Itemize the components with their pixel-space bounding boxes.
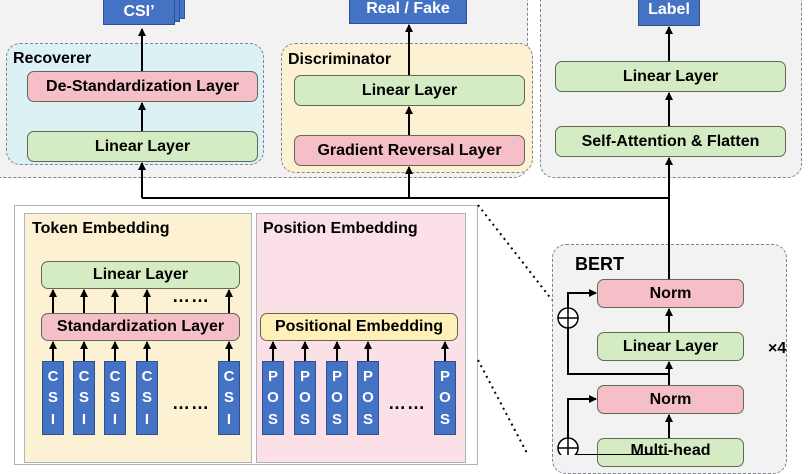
- csi-input-token-letter: C: [78, 368, 90, 386]
- discriminator-linear-layer: Linear Layer: [294, 75, 525, 106]
- token-linear-ellipsis: ……: [172, 286, 210, 306]
- arrows: [138, 24, 673, 455]
- csi-input-token-letter: I: [144, 410, 150, 428]
- csi-ellipsis: ……: [172, 393, 210, 413]
- csi-input-token-letter: S: [109, 389, 120, 407]
- self-attention-flatten-layer: Self-Attention & Flatten: [555, 126, 786, 157]
- pos-input-token-letter: S: [331, 410, 342, 428]
- pos-input-token-letter: S: [267, 410, 278, 428]
- bert-repeat-label: ×4: [768, 340, 787, 357]
- gradient-reversal-layer: Gradient Reversal Layer: [294, 135, 525, 166]
- zoom-guides: [477, 204, 553, 455]
- standardization-layer: Standardization Layer: [41, 313, 240, 341]
- embedding-arrows: [49, 289, 449, 361]
- connector-overlay: [49, 24, 673, 455]
- bert-title: BERT: [575, 254, 624, 274]
- pos-input-token-letter: P: [439, 368, 450, 386]
- bert-norm-top: Norm: [597, 279, 744, 308]
- recoverer-linear-layer: Linear Layer: [27, 131, 258, 162]
- classifier-linear-layer: Linear Layer: [555, 61, 786, 92]
- token-linear-layer: Linear Layer: [41, 261, 240, 289]
- pos-input-token-letter: S: [362, 410, 373, 428]
- real-fake-output: Real / Fake: [349, 0, 467, 24]
- positional-embedding-layer: Positional Embedding: [260, 313, 458, 341]
- csi-input-token-letter: I: [81, 410, 87, 428]
- pos-input-token-letter: S: [299, 410, 310, 428]
- csi-output-stack: CSI’: [103, 0, 187, 27]
- pos-input-token-letter: O: [331, 389, 343, 407]
- pos-input-token-letter: S: [439, 410, 450, 428]
- recoverer-title: Recoverer: [13, 50, 92, 67]
- pos-input-token-letter: P: [299, 368, 310, 386]
- position-embedding-title: Position Embedding: [263, 220, 418, 237]
- csi-input-token-letter: S: [141, 389, 152, 407]
- csi-input-token-letter: I: [50, 410, 56, 428]
- pos-input-token-letter: O: [362, 389, 374, 407]
- csi-input-token-letter: C: [109, 368, 121, 386]
- destandardization-layer: De-Standardization Layer: [27, 71, 258, 102]
- residual-adders: [557, 307, 579, 455]
- csi-input-token-letter: C: [47, 368, 59, 386]
- csi-input-token-letter: I: [226, 410, 232, 428]
- pos-input-token-letter: O: [267, 389, 279, 407]
- token-embedding-title: Token Embedding: [32, 220, 170, 237]
- csi-input-token-letter: S: [47, 389, 58, 407]
- csi-prime-output: CSI’: [103, 0, 175, 25]
- pos-input-token-letter: P: [331, 368, 342, 386]
- pos-input-token-letter: O: [299, 389, 311, 407]
- csi-input-token-letter: C: [223, 368, 235, 386]
- csi-input-token-letter: S: [78, 389, 89, 407]
- pos-input-token-letter: P: [267, 368, 278, 386]
- pos-ellipsis: ……: [388, 393, 426, 413]
- csi-input-token-letter: I: [112, 410, 118, 428]
- pos-input-token-letter: O: [439, 389, 451, 407]
- csi-input-token-letter: C: [141, 368, 153, 386]
- discriminator-title: Discriminator: [288, 51, 392, 68]
- bert-norm-bottom: Norm: [597, 385, 744, 414]
- csi-input-token-letter: S: [223, 389, 234, 407]
- bert-linear-layer: Linear Layer: [597, 332, 744, 361]
- pos-input-token-letter: P: [362, 368, 373, 386]
- label-output: Label: [638, 0, 700, 26]
